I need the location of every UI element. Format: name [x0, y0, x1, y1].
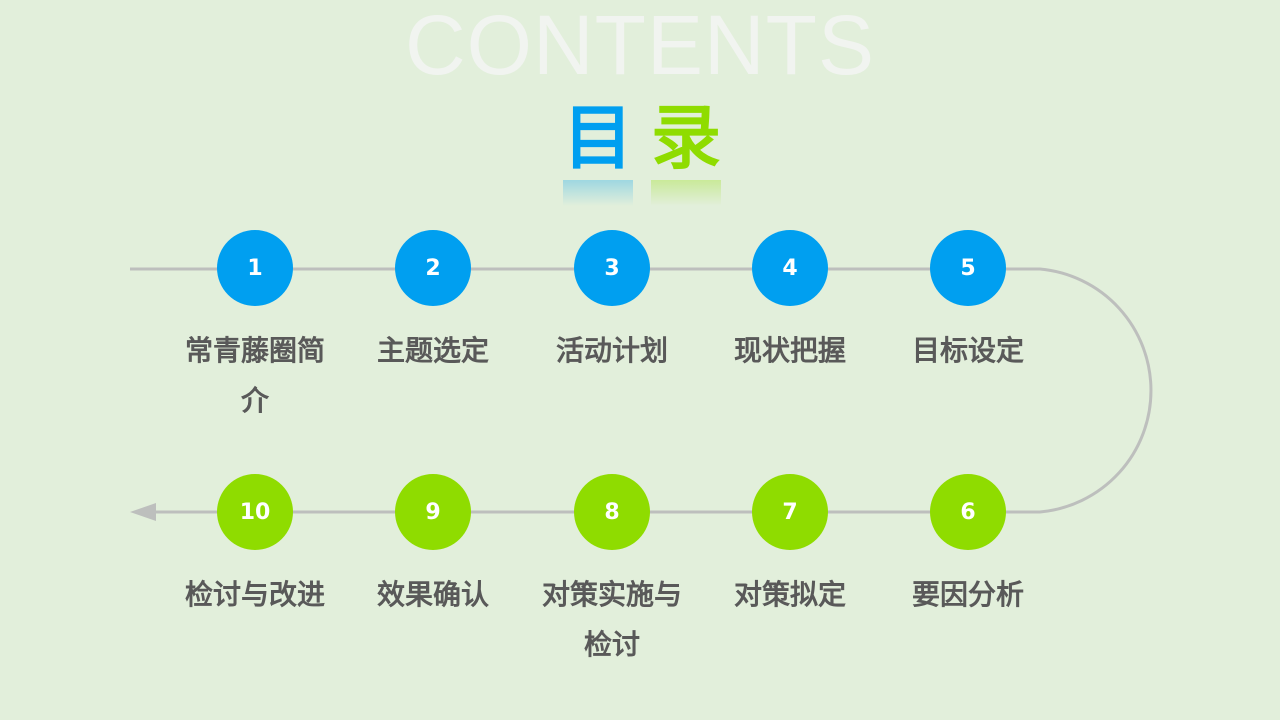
step-number-circle[interactable]: 6 [930, 474, 1006, 550]
title-reflection-mu [563, 180, 633, 206]
step-label[interactable]: 现状把握 [733, 334, 846, 367]
step-number-circle[interactable]: 3 [574, 230, 650, 306]
step-label[interactable]: 活动计划 [555, 334, 668, 367]
contents-background-word: CONTENTS [405, 0, 875, 92]
step-number-circle[interactable]: 7 [752, 474, 828, 550]
step-label[interactable]: 常青藤圈简介 [184, 334, 325, 417]
step-number-circle[interactable]: 9 [395, 474, 471, 550]
step-number-circle[interactable]: 10 [217, 474, 293, 550]
timeline-line [130, 267, 1153, 514]
step-label[interactable]: 对策拟定 [733, 578, 846, 611]
title-char-lu: 录 [651, 97, 721, 179]
step-number-circle[interactable]: 4 [752, 230, 828, 306]
step-label[interactable]: 效果确认 [376, 578, 489, 611]
step-label[interactable]: 检讨与改进 [184, 578, 325, 611]
step-label[interactable]: 主题选定 [376, 334, 489, 367]
step-label[interactable]: 对策实施与检讨 [541, 578, 682, 661]
step-label[interactable]: 要因分析 [911, 578, 1024, 611]
step-number-circle[interactable]: 2 [395, 230, 471, 306]
step-number-circle[interactable]: 8 [574, 474, 650, 550]
step-number-circle[interactable]: 1 [217, 230, 293, 306]
step-label[interactable]: 目标设定 [911, 334, 1024, 367]
title-char-mu: 目 [563, 97, 633, 179]
step-number-circle[interactable]: 5 [930, 230, 1006, 306]
arrow-head-icon [130, 503, 156, 521]
title-reflection-lu [651, 180, 721, 206]
